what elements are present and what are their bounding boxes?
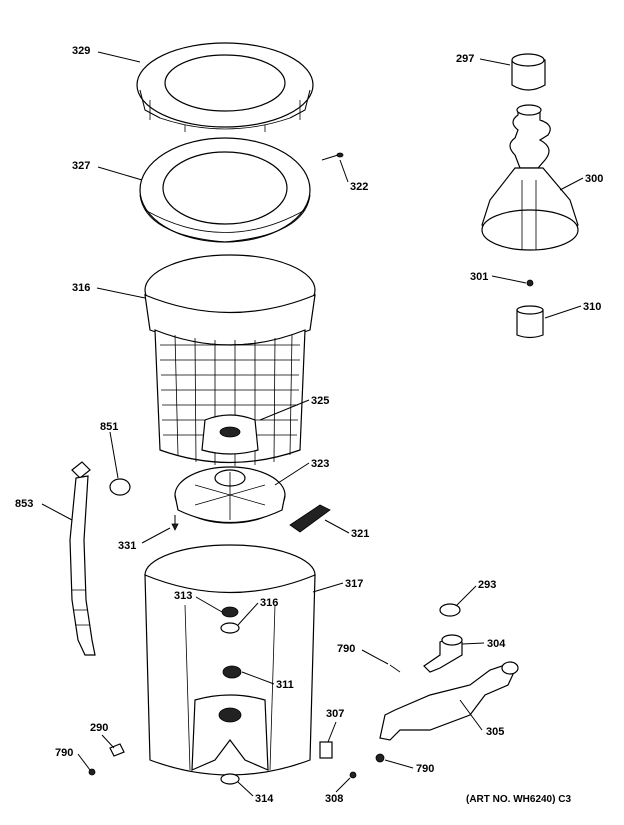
label-301: 301 xyxy=(470,271,488,283)
label-327: 327 xyxy=(72,160,90,172)
label-322: 322 xyxy=(350,181,368,193)
tub-cover-part xyxy=(136,42,314,132)
label-313: 313 xyxy=(174,590,192,602)
label-305: 305 xyxy=(486,726,504,738)
label-790-bottom: 790 xyxy=(416,763,434,775)
balance-ring-part xyxy=(139,137,311,243)
pump-hoses-part xyxy=(375,603,519,763)
bracket-307-part xyxy=(319,741,357,779)
label-317: 317 xyxy=(345,578,363,590)
label-307: 307 xyxy=(326,708,344,720)
outer-tub-part xyxy=(144,544,316,776)
label-293: 293 xyxy=(478,579,496,591)
label-310: 310 xyxy=(583,301,601,313)
label-323: 323 xyxy=(311,458,329,470)
label-311: 311 xyxy=(276,679,294,691)
screw-322-part xyxy=(321,152,344,161)
leader-lines xyxy=(41,51,584,797)
label-300: 300 xyxy=(585,173,603,185)
ring-314-part xyxy=(220,773,240,785)
fitting-290-part xyxy=(88,743,125,776)
label-308: 308 xyxy=(325,793,343,805)
label-790-middle: 790 xyxy=(337,643,355,655)
pad-321-part xyxy=(289,504,331,533)
callout-labels: 329 327 322 316 325 851 853 323 321 331 … xyxy=(15,45,603,805)
agitator-part xyxy=(481,53,579,339)
label-290: 290 xyxy=(90,722,108,734)
wash-basket-part xyxy=(144,254,316,466)
basket-hub-part xyxy=(174,466,286,524)
label-321: 321 xyxy=(351,528,369,540)
label-329: 329 xyxy=(72,45,90,57)
art-number: (ART NO. WH6240) C3 xyxy=(466,794,571,805)
label-316-seal: 316 xyxy=(260,597,278,609)
label-331: 331 xyxy=(118,540,136,552)
label-790-left: 790 xyxy=(55,747,73,759)
label-304: 304 xyxy=(487,638,506,650)
label-325: 325 xyxy=(311,395,329,407)
label-314: 314 xyxy=(255,793,274,805)
drain-hose-part xyxy=(69,461,131,656)
label-851: 851 xyxy=(100,421,118,433)
label-316-basket: 316 xyxy=(72,282,90,294)
label-297: 297 xyxy=(456,53,474,65)
screw-331-part xyxy=(171,515,179,531)
label-853: 853 xyxy=(15,498,33,510)
